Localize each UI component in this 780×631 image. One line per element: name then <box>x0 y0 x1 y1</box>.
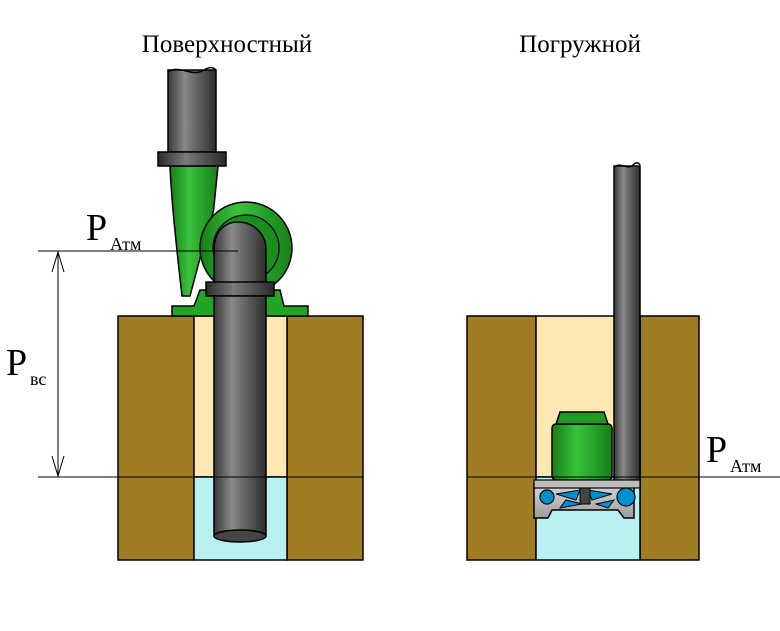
suction-pipe-end <box>213 529 267 543</box>
pvs-arrow-bottom <box>51 455 65 477</box>
impeller-inlet-left <box>539 489 555 505</box>
impeller-inlet-right <box>616 487 636 507</box>
pvs-label-p: P <box>6 342 27 384</box>
top-flange-surface <box>157 151 227 167</box>
patm-label-submersible-sub: Атм <box>730 456 761 476</box>
patm-label-surface-sub: Атм <box>110 234 141 254</box>
impeller-vane-1 <box>555 489 581 501</box>
surface-pump-figure: Поверхностный P Атм P вс <box>6 31 364 561</box>
title-submersible: Погружной <box>519 31 641 58</box>
soil-right-inner <box>639 315 700 561</box>
submersible-pump-figure: Погружной P Атм <box>466 31 780 561</box>
impeller-hub <box>579 487 591 505</box>
suction-pipe-surface <box>213 295 267 537</box>
discharge-pipe-submersible <box>613 165 641 485</box>
pump-volute-funnel <box>169 165 219 297</box>
impeller-vane-4 <box>594 499 616 509</box>
motor-body <box>551 423 613 481</box>
casing-top-band <box>533 479 641 489</box>
discharge-pipe-surface <box>167 69 217 153</box>
soil-left-outer <box>117 315 195 561</box>
pipe-break-top <box>167 66 217 74</box>
soil-left-inner <box>286 315 364 561</box>
pvs-arrow-top <box>51 251 65 273</box>
impeller <box>539 487 636 509</box>
motor-cap <box>554 411 610 425</box>
patm-label-submersible-p: P <box>706 429 727 471</box>
pipe-break-right <box>613 162 641 169</box>
impeller-vane-3 <box>558 499 583 509</box>
soil-right-outer <box>466 315 537 561</box>
title-surface: Поверхностный <box>142 31 312 58</box>
pvs-label-sub: вс <box>30 369 46 389</box>
patm-label-surface-p: P <box>86 207 107 249</box>
suction-pipe-flange <box>205 281 275 297</box>
suction-pipe-bend <box>213 221 267 297</box>
